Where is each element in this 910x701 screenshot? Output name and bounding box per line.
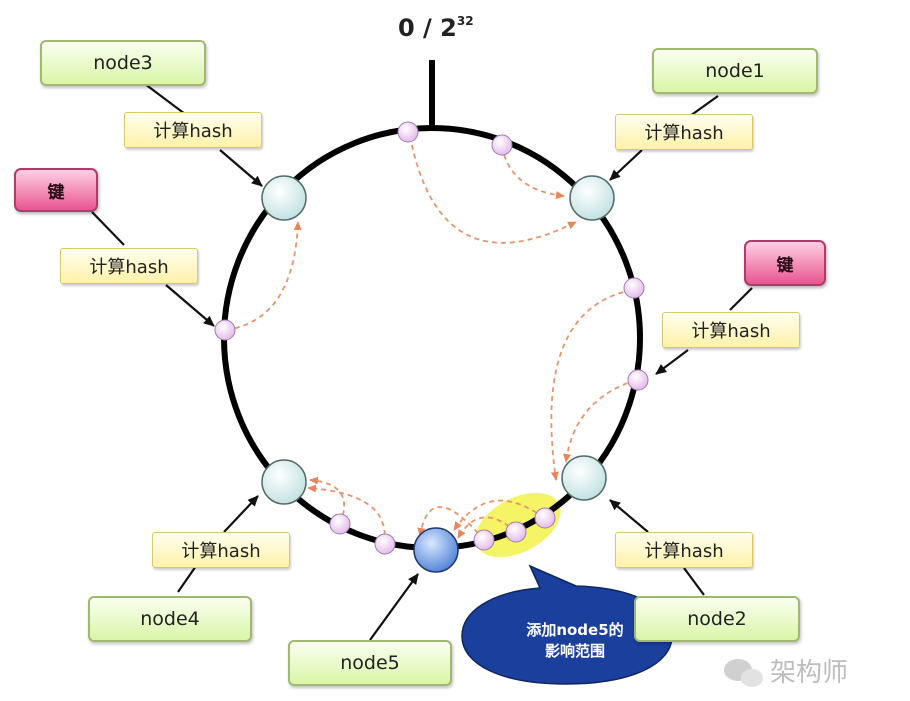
ring-node-node3 <box>261 175 307 221</box>
ring-origin-label: 0 / 232 <box>398 14 474 42</box>
node4-label: node4 <box>88 596 252 642</box>
callout-line1: 添加node5的 <box>526 621 624 639</box>
callout-text: 添加node5的 影响范围 <box>500 620 650 662</box>
node1-label: node1 <box>652 48 818 94</box>
watermark: 架构师 <box>770 652 848 689</box>
ring-node-node2 <box>561 455 607 501</box>
hash-label-node2: 计算hash <box>615 532 753 568</box>
key-label-left: 键 <box>14 168 98 212</box>
hash-label-node4: 计算hash <box>152 532 290 568</box>
hash-label-key-right: 计算hash <box>662 312 800 348</box>
watermark-text: 架构师 <box>770 658 849 688</box>
mapping-arrows <box>225 135 637 545</box>
ring-node-node4 <box>261 459 307 505</box>
wechat-icon <box>724 659 763 687</box>
key-points <box>214 121 649 555</box>
callout-line2: 影响范围 <box>544 642 605 660</box>
node2-label: node2 <box>634 596 800 642</box>
node3-label: node3 <box>40 40 206 86</box>
ring-origin-base: 0 / 2 <box>398 14 457 42</box>
hash-label-node1: 计算hash <box>615 114 753 150</box>
ring-node-node1 <box>569 175 615 221</box>
connector-lines <box>91 83 753 641</box>
hash-label-node3: 计算hash <box>124 112 262 148</box>
hash-label-key-left: 计算hash <box>60 248 198 284</box>
key-label-right: 键 <box>744 240 826 286</box>
node5-label: node5 <box>288 640 452 686</box>
server-nodes <box>261 175 615 573</box>
ring-origin-exponent: 32 <box>456 14 474 28</box>
ring-node-node5 <box>413 527 459 573</box>
